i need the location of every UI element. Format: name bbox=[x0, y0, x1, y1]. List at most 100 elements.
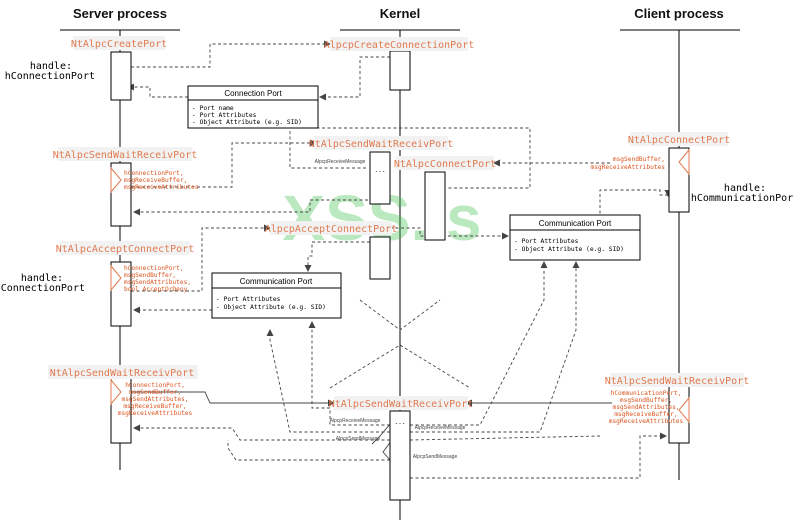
communication-port-right-box: Communication Port - Port Attributes - O… bbox=[509, 214, 641, 261]
comm-port-right-attr: - Object Attribute (e.g. SID) bbox=[514, 246, 624, 253]
param-line: msgReceiveBuffer, bbox=[123, 403, 186, 410]
connection-port-attr: - Port name bbox=[192, 105, 234, 112]
param-line: msgSendBuffer, bbox=[124, 272, 176, 279]
comm-port-right-title: Communication Port bbox=[539, 219, 612, 228]
call-kernel-sendwait-2: NtAlpcSendWaitReceivPort bbox=[329, 399, 474, 410]
lane-header-server: Server process bbox=[73, 6, 167, 21]
activation-server-create bbox=[110, 51, 132, 101]
diag-split bbox=[359, 299, 441, 331]
activation-kernel-sendwait-2 bbox=[389, 410, 411, 501]
activation-marker-2: ... bbox=[394, 419, 405, 426]
call-bg-server-create bbox=[73, 36, 165, 50]
param-line: msgSendBuffer, bbox=[620, 397, 672, 404]
comm-port-left-frame bbox=[211, 272, 342, 319]
connection-port-attr: - Object Attribute (e.g. SID) bbox=[192, 119, 302, 126]
connection-port-box: Connection Port - Port name - Port Attri… bbox=[187, 85, 319, 129]
communication-port-left-box: Communication Port - Port Attributes - O… bbox=[211, 272, 342, 319]
msg-receive-2: AlpcpReceiveMessage bbox=[330, 418, 381, 424]
call-server-accept-connect: NtAlpcAcceptConnectPort bbox=[56, 244, 194, 255]
handle-server-2-line2: hConnectionPort bbox=[0, 283, 85, 294]
param-line: msgReceiveBuffer, bbox=[124, 177, 187, 184]
msg-cross-1 bbox=[371, 421, 393, 445]
lane-header-kernel: Kernel bbox=[380, 6, 420, 21]
call-bg-server-sendwait bbox=[58, 147, 192, 161]
arrow-kernel-to-server-receive bbox=[133, 199, 368, 216]
call-kernel-sendwait: NtAlpcSendWaitReceivPort bbox=[309, 139, 454, 150]
handle-client-line2: hCommunicationPort bbox=[691, 193, 794, 204]
param-line: msgSendBuffer, bbox=[129, 389, 181, 396]
arrow-create-to-kernel bbox=[131, 40, 331, 68]
activation-kernel-accept bbox=[369, 236, 391, 280]
comm-port-left-title: Communication Port bbox=[240, 277, 313, 286]
arrow-client-handle bbox=[599, 189, 668, 215]
call-bg-kernel-connect bbox=[396, 156, 494, 170]
param-line: msgSendBuffer, bbox=[613, 156, 665, 163]
arrow-receive-to-comm-left bbox=[308, 321, 390, 426]
msg-send-2: AlpcpSendMessage bbox=[413, 454, 458, 460]
param-line: msgReceiveAttributes bbox=[124, 184, 199, 191]
param-line: msgReceiveAttributes bbox=[118, 410, 193, 417]
call-server-sendwait-1: NtAlpcSendWaitReceivPort bbox=[53, 150, 198, 161]
flag-server-sendwait-2 bbox=[110, 378, 122, 406]
call-bg-kernel-create bbox=[330, 37, 468, 51]
param-line: msgSendAttributes, bbox=[121, 396, 188, 403]
param-line: bool AcceptOrDeny bbox=[124, 286, 188, 293]
params-client-connect: msgSendBuffer, msgReceiveAttributes bbox=[590, 156, 665, 171]
comm-port-left-attr: - Port Attributes bbox=[216, 296, 281, 303]
param-line: hConnectionPort, bbox=[124, 265, 184, 272]
params-client-send-wait: hCommunicationPort, msgSendBuffer, msgSe… bbox=[609, 390, 684, 425]
handle-server-1-line2: hConnectionPort bbox=[5, 71, 95, 82]
msg-receive-3: AlpcpReceiveMessage bbox=[415, 425, 466, 431]
comm-port-right-frame bbox=[509, 214, 641, 261]
params-send-wait-1: hConnectionPort, msgReceiveBuffer, msgRe… bbox=[124, 170, 199, 191]
param-line: msgReceiveBuffer, bbox=[614, 411, 677, 418]
params-send-wait-2: hConnectionPort, msgSendBuffer, msgSendA… bbox=[118, 382, 193, 417]
param-line: msgReceiveAttributes bbox=[609, 418, 684, 425]
call-client-connect: NtAlpcConnectPort bbox=[628, 135, 730, 146]
arrow-kernel-to-client-mid bbox=[409, 435, 601, 441]
param-line: hConnectionPort, bbox=[125, 382, 185, 389]
msg-cross-2 bbox=[382, 439, 393, 461]
msg-send-1: AlpcpSendMessage bbox=[336, 436, 381, 442]
connection-port-frame bbox=[187, 85, 319, 129]
arrow-server-sendwait-to-kernel bbox=[131, 391, 335, 407]
comm-port-right-attr: - Port Attributes bbox=[514, 238, 579, 245]
arrow-kernel-to-comm-port-right bbox=[390, 227, 509, 240]
arrow-receive-to-comm-right bbox=[410, 261, 548, 426]
flag-server-sendwait bbox=[110, 166, 122, 194]
flag-client-connect bbox=[678, 148, 690, 176]
connection-port-title: Connection Port bbox=[224, 89, 282, 98]
call-bg-client-connect bbox=[630, 132, 728, 146]
activation-kernel-connect bbox=[424, 171, 446, 241]
arrow-kernel-to-comm-port-left bbox=[304, 241, 370, 272]
call-server-sendwait-2: NtAlpcSendWaitReceivPort bbox=[50, 368, 195, 379]
param-line: msgReceiveAttributes bbox=[590, 164, 665, 171]
call-server-create-port: NtAlpcCreatePort bbox=[71, 39, 167, 50]
arrow-accept-to-kernel bbox=[131, 224, 271, 292]
call-kernel-connect: NtAlpcConnectPort bbox=[394, 159, 496, 170]
handle-server-1-line1: handle: bbox=[30, 61, 72, 72]
activation-kernel-sendwait bbox=[369, 151, 391, 205]
arrow-connection-port-to-receive bbox=[289, 107, 368, 169]
flag-server-accept bbox=[110, 264, 122, 292]
arrow-send-to-comm-right bbox=[410, 261, 580, 433]
connection-port-attr: - Port Attributes bbox=[192, 112, 257, 119]
arrow-kernel-to-server-final-2 bbox=[227, 440, 390, 461]
call-bg-server-accept bbox=[60, 241, 190, 255]
params-accept-connect: hConnectionPort, msgSendBuffer, msgSendA… bbox=[124, 265, 191, 293]
lane-header-client: Client process bbox=[634, 6, 724, 21]
call-bg-server-sendwait-2 bbox=[48, 365, 198, 379]
handle-client-line1: handle: bbox=[724, 183, 766, 194]
call-kernel-accept-connect: AlpcpAcceptConnectPort bbox=[265, 224, 397, 235]
arrow-kernel-to-connection-port bbox=[319, 56, 390, 101]
call-bg-kernel-sendwait-2 bbox=[334, 396, 468, 410]
call-client-sendwait: NtAlpcSendWaitReceivPort bbox=[605, 376, 750, 387]
arrow-send-to-comm-left bbox=[266, 329, 390, 433]
param-line: hCommunicationPort, bbox=[611, 390, 682, 397]
flag-client-sendwait bbox=[678, 396, 690, 424]
arrow-connection-port-to-server bbox=[127, 83, 188, 98]
arrow-connection-port-to-connect bbox=[300, 127, 531, 189]
param-line: msgSendAttributes, bbox=[612, 404, 679, 411]
handle-server-2-line1: handle: bbox=[21, 273, 63, 284]
